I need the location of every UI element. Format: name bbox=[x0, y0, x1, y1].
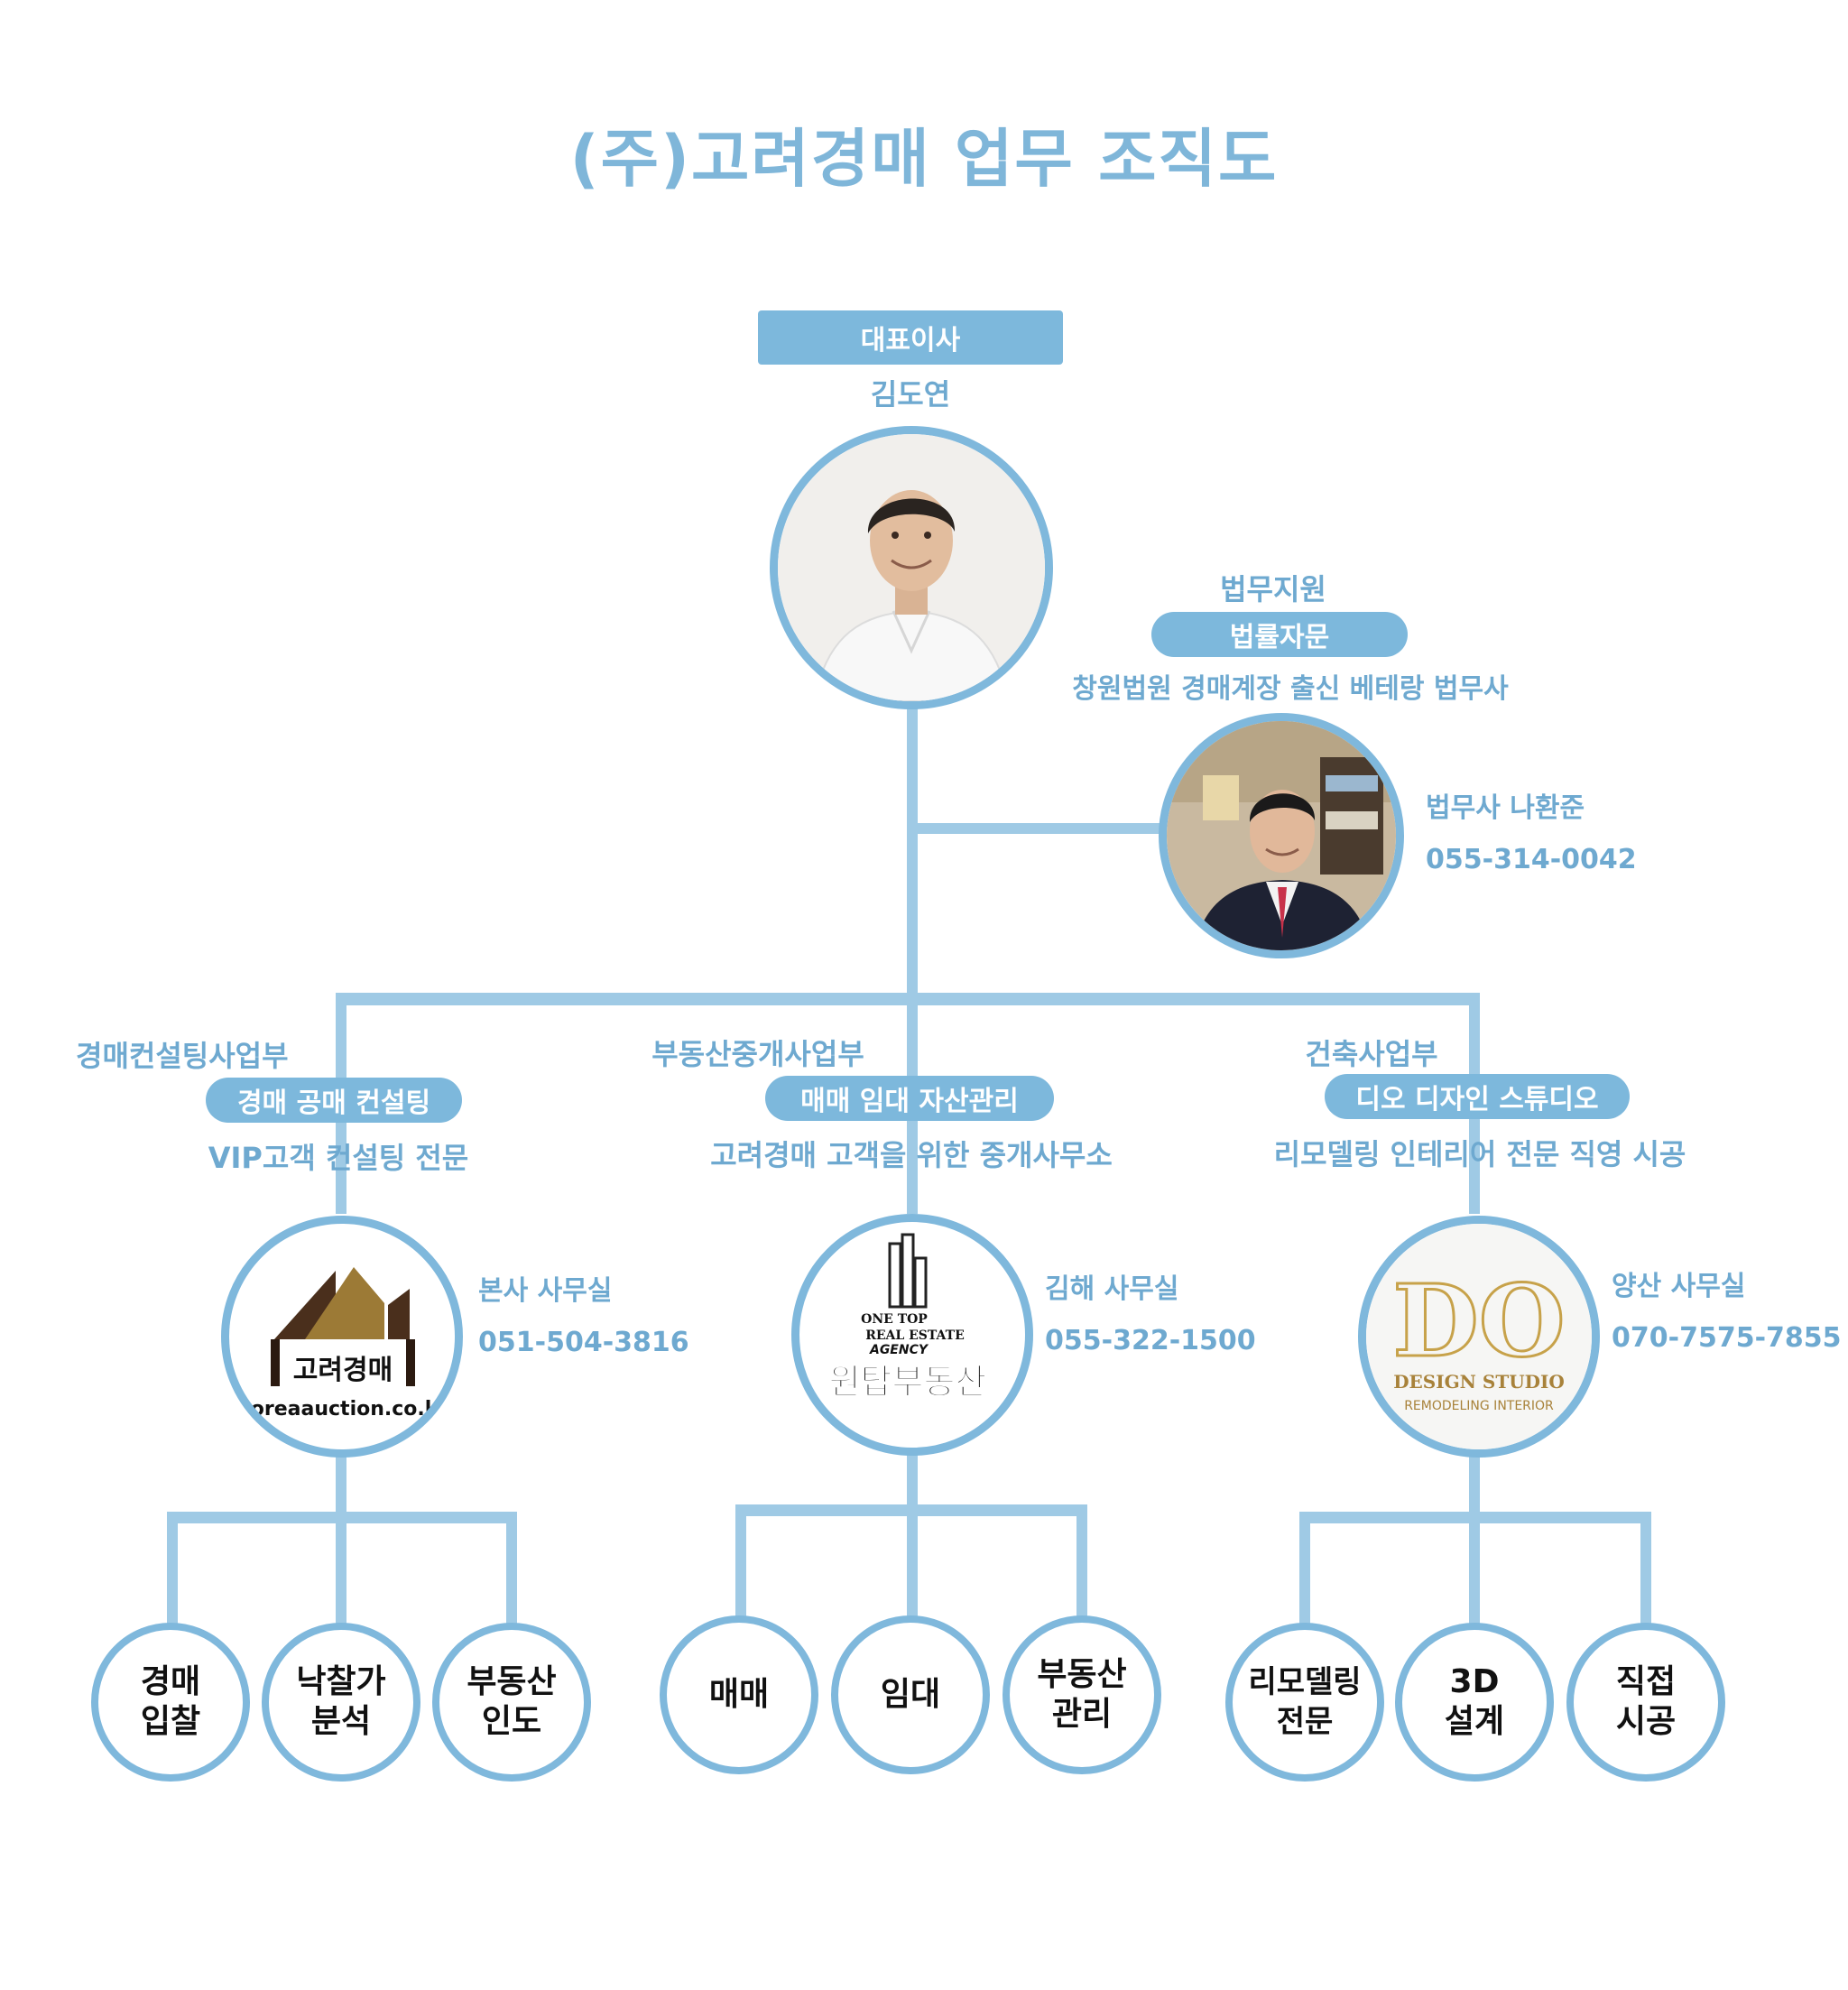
branch-auction-pill: 경매 공매 컨설팅 bbox=[206, 1078, 462, 1123]
person-photo-icon bbox=[778, 434, 1045, 701]
branch-construction-dept: 건축사업부 bbox=[1305, 1037, 1438, 1071]
branch-realestate-phone: 055-322-1500 bbox=[1045, 1325, 1256, 1356]
legal-pill: 법률자문 bbox=[1151, 612, 1408, 657]
connector-legal bbox=[907, 823, 1160, 834]
connector-right-a bbox=[1299, 1512, 1310, 1624]
legal-person: 법무사 나환준 bbox=[1426, 792, 1585, 824]
person-photo-icon bbox=[1167, 721, 1396, 950]
connector-right-c bbox=[1640, 1512, 1651, 1624]
branch-auction-dept: 경매컨설팅사업부 bbox=[76, 1039, 289, 1073]
logo-line2: REAL ESTATE bbox=[865, 1328, 965, 1343]
branch-auction-phone: 051-504-3816 bbox=[478, 1327, 689, 1358]
ceo-name: 김도연 bbox=[870, 377, 951, 412]
legal-phone: 055-314-0042 bbox=[1426, 844, 1637, 875]
connector-left-a bbox=[167, 1512, 178, 1624]
branch-realestate-dept: 부동산중개사업부 bbox=[651, 1037, 864, 1071]
branch-construction-office: 양산 사무실 bbox=[1612, 1271, 1746, 1302]
logo-name: 원탑부동산 bbox=[829, 1362, 987, 1402]
branch-realestate-desc: 고려경매 고객을 위한 중개사무소 bbox=[710, 1138, 1113, 1172]
logo-name: 고려경매 bbox=[293, 1355, 393, 1386]
branch-auction-office: 본사 사무실 bbox=[478, 1275, 613, 1307]
connector-left-stem bbox=[336, 1449, 346, 1516]
logo-line1: DESIGN STUDIO bbox=[1393, 1371, 1565, 1393]
connector-mid-a bbox=[735, 1504, 746, 1617]
legal-photo bbox=[1159, 713, 1404, 958]
building-logo-icon: ONE TOP REAL ESTATE AGENCY 원탑부동산 bbox=[828, 1233, 987, 1402]
design-studio-logo-icon: DO DESIGN STUDIO REMODELING INTERIOR bbox=[1366, 1224, 1592, 1449]
house-logo-icon: 고려경매 koreaauction.co.kr bbox=[238, 1267, 448, 1421]
logo-line3: AGENCY bbox=[869, 1343, 929, 1357]
connector-right-b bbox=[1469, 1512, 1480, 1624]
connector-mid-b bbox=[907, 1504, 918, 1617]
connector-right-stem bbox=[1469, 1449, 1480, 1516]
branch-auction-logo: 고려경매 koreaauction.co.kr bbox=[221, 1216, 463, 1458]
branch-realestate-office: 김해 사무실 bbox=[1045, 1273, 1179, 1305]
connector-trunk bbox=[907, 704, 918, 1002]
legal-dept-label: 법무지원 bbox=[1220, 572, 1326, 606]
branch-construction-logo: DO DESIGN STUDIO REMODELING INTERIOR bbox=[1358, 1216, 1600, 1458]
logo-line1: ONE TOP bbox=[861, 1312, 928, 1327]
logo-line2: REMODELING INTERIOR bbox=[1404, 1399, 1554, 1413]
branch-construction-desc: 리모델링 인테리어 전문 직영 시공 bbox=[1273, 1137, 1686, 1171]
connector-mid-c bbox=[1076, 1504, 1087, 1617]
connector-left-b bbox=[336, 1512, 346, 1624]
legal-desc: 창원법원 경매계장 출신 베테랑 법무사 bbox=[1072, 673, 1509, 705]
service-lease: 임대 bbox=[831, 1615, 990, 1774]
ceo-role-pill: 대표이사 bbox=[758, 310, 1063, 365]
connector-mid-stem bbox=[907, 1449, 918, 1512]
branch-construction-pill: 디오 디자인 스튜디오 bbox=[1325, 1074, 1630, 1119]
branch-realestate-logo: ONE TOP REAL ESTATE AGENCY 원탑부동산 bbox=[791, 1214, 1033, 1456]
logo-mark: DO bbox=[1392, 1263, 1565, 1379]
page-title: (주)고려경매 업무 조직도 bbox=[569, 122, 1279, 196]
ceo-photo bbox=[770, 426, 1053, 709]
branch-auction-desc: VIP고객 컨설팅 전문 bbox=[208, 1141, 469, 1175]
logo-url: koreaauction.co.kr bbox=[238, 1398, 448, 1421]
connector-left-c bbox=[506, 1512, 517, 1624]
service-sale: 매매 bbox=[660, 1615, 818, 1774]
branch-realestate-pill: 매매 임대 자산관리 bbox=[765, 1076, 1054, 1121]
branch-construction-phone: 070-7575-7855 bbox=[1612, 1322, 1842, 1354]
